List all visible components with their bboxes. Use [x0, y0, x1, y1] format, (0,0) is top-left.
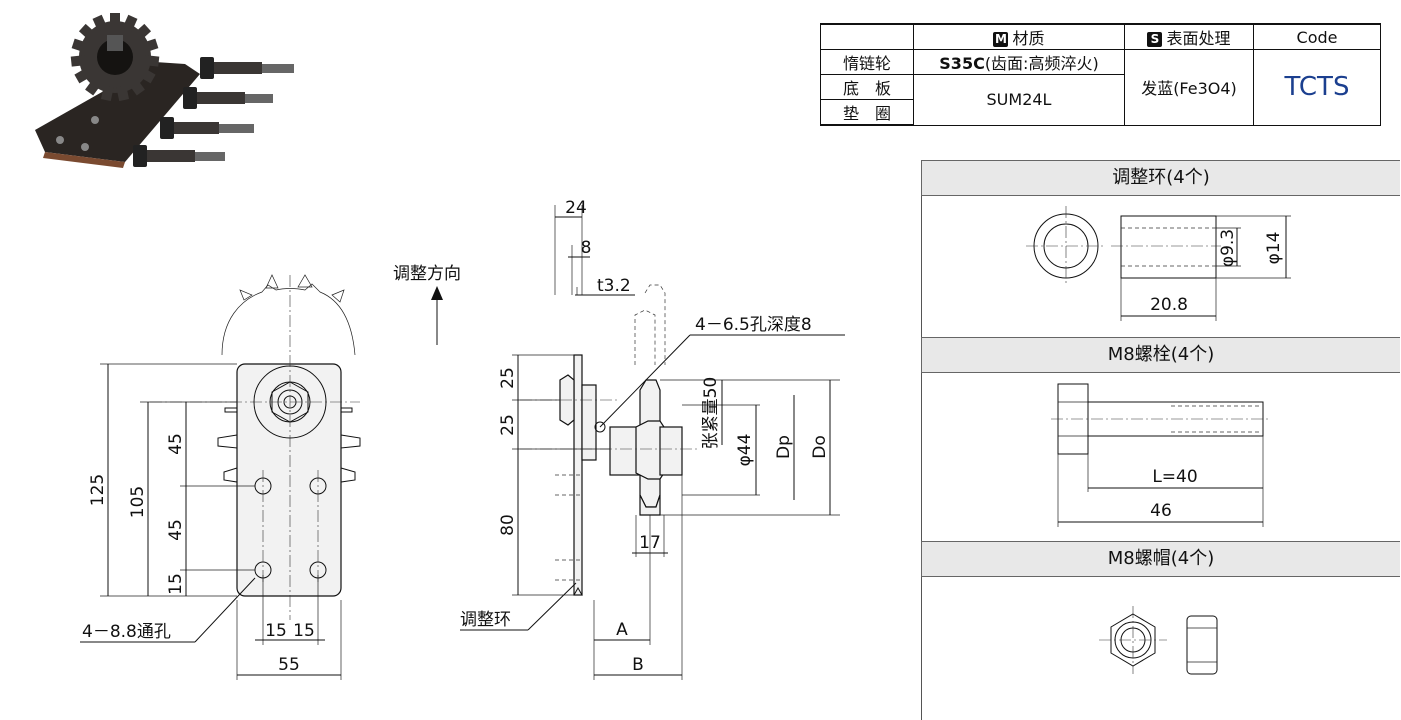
nut-drawing [1099, 606, 1218, 675]
dim-a: A [616, 620, 628, 640]
front-view-drawing: 125 105 45 45 15 15 15 55 4－8.8通孔 调整方向 [80, 264, 461, 680]
material-sum24l: SUM24L [913, 74, 1125, 126]
dim-45-upper: 45 [166, 433, 186, 455]
dim-tension: 张紧量50 [701, 377, 721, 450]
dim-125: 125 [88, 474, 108, 506]
dim-t32: t3.2 [597, 276, 631, 296]
surface-badge: S [1147, 32, 1163, 47]
front-hole-note: 4－8.8通孔 [82, 622, 171, 642]
dim-208: 20.8 [1150, 295, 1188, 315]
part-base: 底 板 [820, 74, 914, 100]
dim-15-left: 15 [265, 621, 287, 641]
bolt-panel-title: M8螺栓(4个) [921, 337, 1400, 373]
material-header: 材质 [1012, 29, 1045, 48]
dim-phi14: φ14 [1264, 232, 1284, 265]
ring-drawing: φ9.3 φ14 20.8 [1026, 206, 1291, 321]
parts-panel [921, 160, 1400, 720]
material-s35c-bold: S35C [939, 54, 985, 73]
dim-25-lower: 25 [498, 414, 518, 436]
dim-phi93: φ9.3 [1218, 229, 1238, 267]
dim-46: 46 [1150, 501, 1172, 521]
product-photo [35, 13, 294, 168]
material-s35c: S35C(齿面:高频淬火) [913, 49, 1125, 75]
direction-label: 调整方向 [393, 264, 461, 284]
dim-do: Do [810, 435, 830, 459]
dim-b: B [632, 655, 644, 675]
dim-15-vertical: 15 [166, 573, 186, 595]
side-hole-note: 4－6.5孔深度8 [695, 315, 812, 335]
dim-15-right: 15 [293, 621, 315, 641]
material-badge: M [993, 32, 1009, 47]
side-view-drawing: 24 8 t3.2 25 25 80 4－6.5孔深度8 张紧量50 φ44 D… [460, 198, 845, 680]
dim-25-upper: 25 [498, 367, 518, 389]
part-washer: 垫 圈 [820, 99, 914, 126]
dim-l40: L=40 [1152, 467, 1197, 487]
dim-dp: Dp [774, 435, 794, 459]
dim-8: 8 [581, 238, 592, 258]
dim-45-lower: 45 [166, 519, 186, 541]
dim-105: 105 [128, 486, 148, 518]
dim-24: 24 [565, 198, 587, 218]
dim-phi44: φ44 [735, 434, 755, 467]
ring-panel-title: 调整环(4个) [921, 160, 1400, 196]
bolt-drawing: L=40 46 [1051, 383, 1271, 527]
nut-panel-title: M8螺帽(4个) [921, 541, 1400, 577]
part-sprocket: 惰链轮 [820, 49, 914, 75]
ring-label: 调整环 [460, 610, 511, 630]
surface-header: 表面处理 [1166, 29, 1231, 48]
dim-55: 55 [278, 655, 300, 675]
code-header: Code [1253, 23, 1381, 50]
surface-value: 发蓝(Fe3O4) [1124, 49, 1254, 126]
sprocket-phantom [221, 274, 356, 356]
code-value: TCTS [1253, 49, 1381, 126]
material-s35c-note: (齿面:高频淬火) [984, 54, 1099, 73]
dim-80: 80 [498, 514, 518, 536]
direction-arrow-icon [431, 286, 443, 300]
